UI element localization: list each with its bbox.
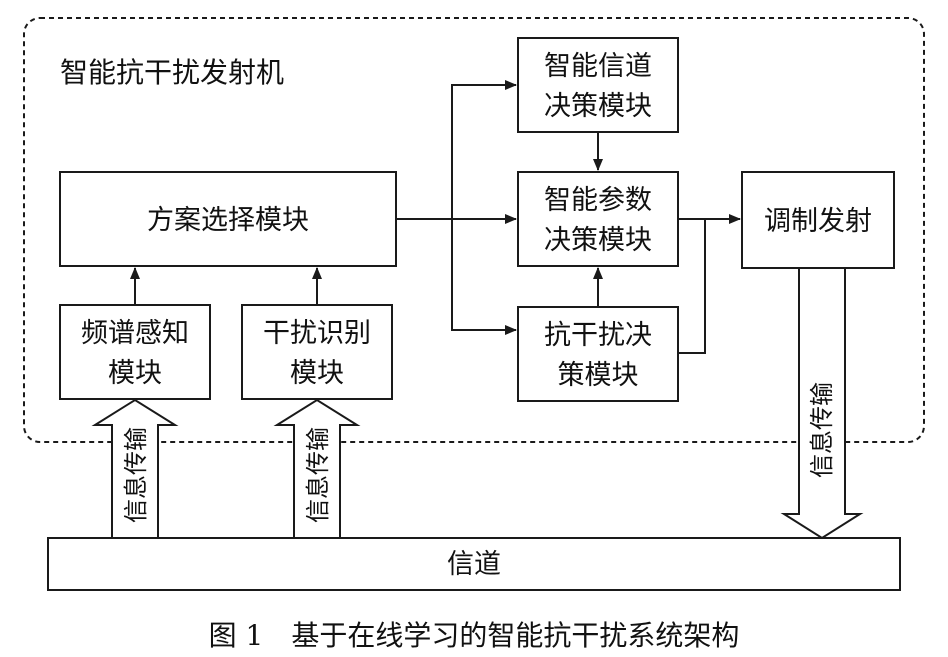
info-transmission-label-middle: 信息传输 [304,427,332,523]
channel-decision-box [517,37,679,133]
channel-box [47,537,901,591]
param-decision-label-2: 决策模块 [544,225,652,256]
arrow-scheme-to-anti-jam [451,219,517,335]
interference-id-label-1: 干扰识别 [263,318,371,349]
figure-caption: 图 1 基于在线学习的智能抗干扰系统架构 [209,619,740,652]
info-transmission-label-left: 信息传输 [122,427,150,523]
info-transmission-arrow-middle [273,398,361,539]
anti-jam-decision-label-2: 策模块 [558,360,639,391]
transmitter-boundary [23,17,925,443]
line-anti-jam-to-modulate [678,219,706,354]
arrow-scheme-to-channel [451,80,517,219]
channel-decision-label-2: 决策模块 [544,91,652,122]
interference-id-label-2: 模块 [290,358,344,389]
modulate-transmit-box [741,171,895,269]
info-transmission-arrow-left [91,398,179,539]
scheme-select-box [59,171,397,267]
transmitter-label: 智能抗干扰发射机 [60,56,284,89]
spectrum-sense-label-2: 模块 [108,358,162,389]
anti-jam-decision-label-1: 抗干扰决 [544,320,652,351]
info-transmission-arrow-right [780,267,864,540]
scheme-select-label: 方案选择模块 [147,205,309,236]
param-decision-label-1: 智能参数 [544,185,652,216]
channel-decision-label-1: 智能信道 [544,51,652,82]
info-transmission-label-right: 信息传输 [808,382,836,478]
channel-label: 信道 [447,549,501,580]
spectrum-sense-label-1: 频谱感知 [81,318,189,349]
spectrum-sense-box [59,304,211,400]
modulate-transmit-label: 调制发射 [764,206,872,237]
